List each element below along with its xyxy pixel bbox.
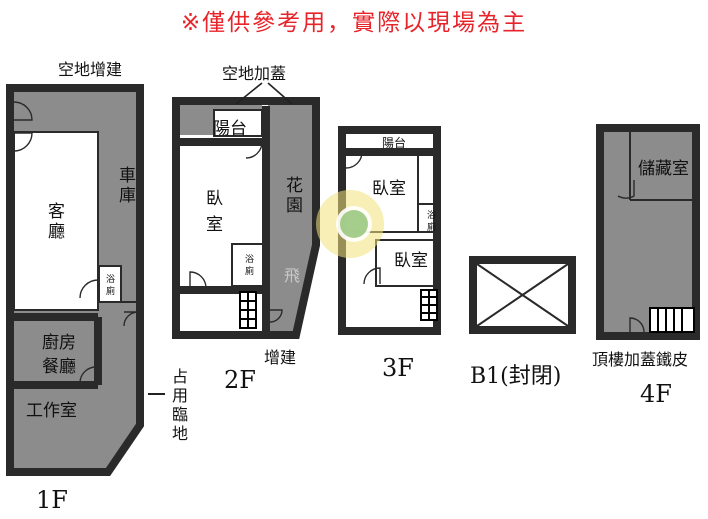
plan-4f-floor-area [600,128,696,336]
storage-room-label: 儲藏室 [638,159,689,179]
stairs-4f [649,307,695,333]
bedroom-3f-lower-label: 臥室 [394,251,428,271]
watermark-text: 飛 [284,266,301,285]
plan-3f-outer-wall [338,126,441,335]
balcony-2f-white [214,110,262,136]
plan-1f [6,84,165,476]
annotation-4f-rooftop-iron: 頂樓加蓋鐵皮 [592,350,689,369]
bath-1f-label: 浴廁 [104,274,114,298]
balcony-2f-label: 陽台 [213,119,247,139]
living-room-label: 客廳 [44,202,64,242]
bedroom-2f-label-1: 臥 [206,189,223,209]
door-2f-bedroom [189,271,207,289]
plan-4f-outer-wall [596,124,700,340]
watermark-logo-center [340,210,368,238]
garage-label: 車庫 [115,166,135,206]
door-1f-side [123,311,139,327]
bath-1f-wall [98,265,122,303]
door-1f-bath [79,279,99,299]
bath-3f-wall [417,203,438,233]
bedroom-2f-label-2: 室 [206,215,223,235]
pointer-2f-left [235,82,263,105]
garden-area [268,101,316,335]
plan-b1-outer-wall [469,256,576,334]
bedroom-3f-upper-label: 臥室 [372,179,406,199]
floor-label-1f: 1F [36,486,68,514]
plan-1f-outer-wall [6,84,144,476]
annotation-2f-roof-addition: 空地加蓋 [222,64,287,83]
floor-label-2f: 2F [224,366,256,394]
bath-2f-wall [231,243,265,287]
annotation-2f-extension: 增建 [264,348,297,367]
living-room-area [14,132,98,310]
plan-3f [338,126,441,335]
watermark-logo [316,190,384,258]
bath-1f-area [99,266,121,302]
plan-b1-cross-line-2 [476,263,569,327]
floor-label-3f: 3F [382,354,414,382]
bath-3f-label: 浴廁 [425,210,435,234]
plan-4f [596,124,700,340]
annotation-1f-occupied-land: 占用臨地 [169,368,188,444]
floor-label-b1: B1(封閉) [470,364,562,389]
bedroom-3f-lower-wall [375,239,438,287]
floor-label-4f: 4F [640,380,672,408]
door-1f-top [13,101,33,121]
door-1f-living [13,132,33,152]
door-2f-balcony [245,141,263,159]
plan-2f-outer-wall [172,97,320,339]
bath-2f-label: 浴廁 [243,254,253,278]
kitchen-label: 廚房 [42,333,76,353]
garden-label: 花園 [282,176,302,216]
door-2f-garden [269,309,283,323]
door-4f-stairs [629,317,645,333]
disclaimer-notice: ※僅供參考用，實際以現場為主 [180,10,528,36]
living-room-wall [13,131,99,311]
door-4f-storage [617,180,635,199]
workroom-label: 工作室 [26,401,77,421]
door-3f-lower [363,267,381,285]
door-1f-kitchen [79,366,97,384]
plan-2f [172,82,320,339]
balcony-3f-label: 陽台 [382,136,407,150]
dining-label: 餐廳 [42,357,76,377]
door-3f-upper [345,151,363,169]
plan-b1 [469,256,576,334]
pointer-2f-right [267,82,293,105]
annotation-1f-addition: 空地增建 [58,60,123,79]
